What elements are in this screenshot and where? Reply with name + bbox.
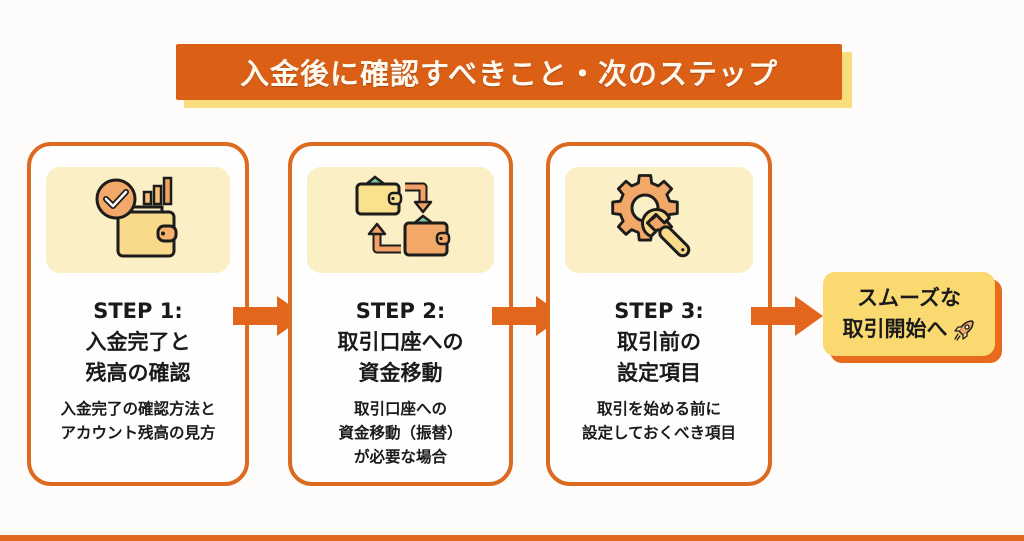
- page-title: 入金後に確認すべきこと・次のステップ: [176, 44, 842, 100]
- step-title-line: 取引前の: [617, 330, 701, 354]
- icon-panel: [307, 167, 494, 273]
- step-title: STEP 2: 取引口座への 資金移動: [292, 296, 509, 389]
- step-label: STEP 2:: [355, 299, 446, 323]
- rocket-icon: [953, 319, 974, 341]
- step-desc-line: 入金完了の確認方法と: [60, 400, 216, 418]
- gear-wrench-icon: [611, 174, 691, 258]
- step-desc-line: 設定しておくべき項目: [581, 424, 737, 442]
- step-desc-line: 取引口座への: [353, 400, 447, 418]
- arrow-right-icon: [751, 296, 823, 336]
- step-title-line: 入金完了と: [85, 330, 191, 354]
- step-card-2: STEP 2: 取引口座への 資金移動 取引口座への 資金移動（振替） が必要な…: [288, 142, 513, 486]
- step-description: 取引を始める前に 設定しておくべき項目: [550, 397, 768, 445]
- step-desc-line: 資金移動（振替）: [338, 424, 463, 442]
- step-label: STEP 3:: [614, 299, 704, 323]
- bottom-divider: [0, 535, 1024, 541]
- step-desc-line: が必要な場合: [353, 448, 447, 466]
- step-card-1: STEP 1: 入金完了と 残高の確認 入金完了の確認方法と アカウント残高の見…: [27, 142, 249, 486]
- step-title: STEP 3: 取引前の 設定項目: [550, 296, 768, 389]
- step-title-line: 設定項目: [617, 361, 701, 385]
- step-description: 入金完了の確認方法と アカウント残高の見方: [31, 397, 245, 445]
- step-title-line: 残高の確認: [85, 361, 191, 385]
- arrow-right-icon: [233, 296, 305, 336]
- wallet-check-icon: [95, 176, 178, 258]
- wallet-transfer-icon: [355, 175, 450, 257]
- final-line: スムーズな: [857, 286, 961, 310]
- final-line-row: 取引開始へ: [843, 314, 976, 345]
- step-title: STEP 1: 入金完了と 残高の確認: [31, 296, 245, 389]
- step-desc-line: アカウント残高の見方: [60, 424, 216, 442]
- step-label: STEP 1:: [93, 299, 183, 323]
- step-card-3: STEP 3: 取引前の 設定項目 取引を始める前に 設定しておくべき項目: [546, 142, 772, 486]
- icon-panel: [46, 167, 230, 273]
- step-desc-line: 取引を始める前に: [596, 400, 721, 418]
- final-line: 取引開始へ: [842, 317, 948, 341]
- final-goal-box: スムーズな 取引開始へ: [823, 272, 995, 356]
- icon-panel: [565, 167, 753, 273]
- step-title-line: 取引口座への: [337, 330, 464, 354]
- step-description: 取引口座への 資金移動（振替） が必要な場合: [292, 397, 509, 469]
- step-title-line: 資金移動: [358, 361, 443, 385]
